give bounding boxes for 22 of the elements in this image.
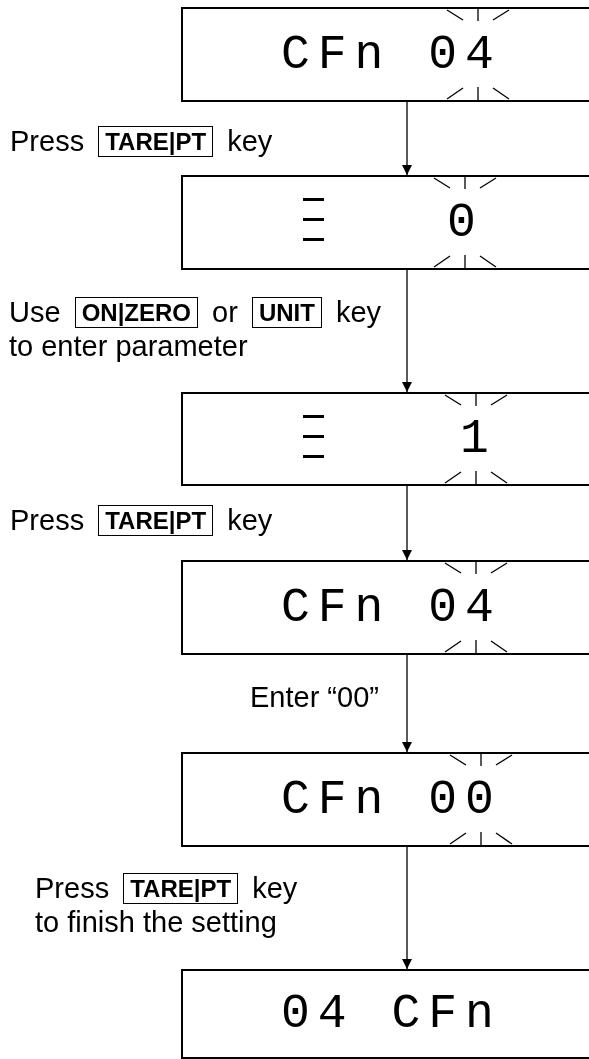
display-readout: 1: [460, 415, 497, 463]
step-instruction: Press TARE|PT key: [10, 124, 274, 158]
display-readout: 0: [447, 198, 484, 247]
arrow: [402, 485, 412, 561]
lcd-display: [181, 175, 589, 270]
lcd-display: [181, 560, 589, 655]
display-readout: CFn 00: [281, 775, 502, 824]
step-instruction: Use ON|ZERO or UNIT key to enter parameter: [9, 295, 383, 363]
display-readout: CFn 04: [281, 30, 502, 79]
step-instruction: Enter “00”: [250, 680, 380, 714]
lcd-display: [181, 969, 589, 1059]
display-readout: CFn 04: [281, 583, 502, 632]
lcd-display: [181, 752, 589, 847]
arrow: [402, 846, 412, 970]
step-instruction: Press TARE|PT key: [10, 503, 274, 537]
arrow: [402, 101, 412, 176]
arrow: [402, 269, 412, 393]
step-instruction: Press TARE|PT key to finish the setting: [35, 871, 299, 939]
display-readout: 04 CFn: [281, 990, 502, 1038]
arrow: [402, 654, 412, 753]
lcd-display: [181, 7, 589, 102]
lcd-display: [181, 392, 589, 486]
